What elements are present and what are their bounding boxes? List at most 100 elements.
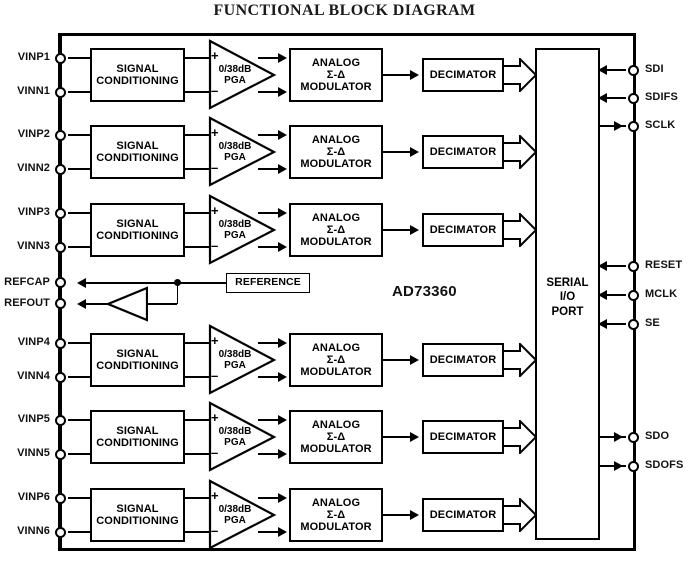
ch1-vinn-wire [68,91,91,93]
pin-mclk[interactable] [628,289,639,301]
ch3-pga-to-modulator-wire-top [258,212,284,214]
ch1-signal-conditioning-line1: SIGNAL [116,62,159,75]
ch4-signal-conditioning-line2: CONDITIONING [96,360,179,372]
ch6-decimator-input-arrow [410,510,419,520]
ch1-signal-conditioning-block: SIGNAL CONDITIONING [90,48,185,102]
ch6-decimator-label: DECIMATOR [429,508,497,521]
ch5-decimator-input-arrow [410,432,419,442]
pin-vinp3[interactable] [55,207,66,219]
ch6-decimator-to-serial-port-arrow [503,498,537,532]
refcap-arrowhead [77,278,86,288]
arrow-reset-into-port [598,261,607,271]
pin-sdofs[interactable] [628,460,639,472]
ch2-modulator-line2: Σ-Δ [326,145,346,158]
ch1-modulator-line3: MODULATOR [300,81,372,94]
ch1-signal-conditioning-line2: CONDITIONING [96,75,179,87]
ch3-pga-name-line: PGA [224,230,246,242]
ch2-sc-to-pga-plus-wire [185,134,209,136]
pin-se[interactable] [628,318,639,330]
pin-label-vinp4: VINP4 [17,336,50,348]
ch4-vinn-wire [68,376,91,378]
ch4-pga-amplifier [207,324,277,396]
ch2-signal-conditioning-line2: CONDITIONING [96,152,179,164]
arrow-sdi-into-port [598,65,607,75]
ch5-sc-to-pga-plus-wire [185,419,209,421]
ch5-pga-name-line: PGA [224,437,246,449]
ch4-decimator-to-serial-port-arrow [503,343,537,377]
ch3-decimator-to-serial-port-arrow [503,213,537,247]
ch5-pga-plus-sign: + [211,410,219,425]
ch4-pga-gain-line: 0/38dB [218,349,252,360]
pin-vinp5[interactable] [55,414,66,426]
serial-io-port-label: SERIAL I/O PORT [535,276,600,319]
arrow-mclk-into-port [598,290,607,300]
ch6-pga-gain-line: 0/38dB [218,504,252,515]
pin-vinp1[interactable] [55,52,66,64]
pin-label-vinn3: VINN3 [17,240,50,252]
ch6-signal-conditioning-block: SIGNAL CONDITIONING [90,488,185,542]
ch5-decimator-block: DECIMATOR [422,420,504,454]
ch5-modulator-input-arrow-bottom [278,449,287,459]
pin-sdo[interactable] [628,431,639,443]
pin-label-reset: RESET [645,259,683,271]
ch2-pga-plus-sign: + [211,125,219,140]
pin-vinp2[interactable] [55,129,66,141]
ch3-decimator-label: DECIMATOR [429,223,497,236]
pin-vinn1[interactable] [55,86,66,98]
reference-to-refcap-wire [80,282,226,284]
ch2-pga-amplifier [207,116,277,188]
ch3-modulator-line1: ANALOG [311,211,361,224]
ch2-pga-gain-line: 0/38dB [218,141,252,152]
ch2-analog-sigma-delta-modulator-block: ANALOG Σ-Δ MODULATOR [289,125,383,179]
ch6-modulator-line3: MODULATOR [300,521,372,534]
wire-sdifs [600,97,626,99]
ch5-decimator-to-serial-port-arrow [503,420,537,454]
ch4-modulator-to-decimator-wire [383,359,416,361]
pin-sclk[interactable] [628,120,639,132]
ch2-pga-name-line: PGA [224,152,246,164]
pin-sdi[interactable] [628,64,639,76]
ch1-pga-label: 0/38dB PGA [207,64,263,86]
pin-sdifs[interactable] [628,92,639,104]
ch2-modulator-line1: ANALOG [311,133,361,146]
pin-label-vinp6: VINP6 [17,491,50,503]
ch4-decimator-label: DECIMATOR [429,353,497,366]
ch6-modulator-input-arrow-bottom [278,527,287,537]
pin-vinn6[interactable] [55,526,66,538]
ch5-sc-to-pga-minus-wire [185,453,209,455]
pin-vinn4[interactable] [55,371,66,383]
ch2-decimator-block: DECIMATOR [422,135,504,169]
ch6-vinp-wire [68,497,91,499]
ch3-vinp-wire [68,212,91,214]
ch3-decimator-input-arrow [410,225,419,235]
pin-vinn2[interactable] [55,163,66,175]
reference-junction-drop-wire [176,282,179,304]
ch3-modulator-input-arrow-bottom [278,242,287,252]
ch2-modulator-input-arrow-top [278,130,287,140]
pin-label-vinn2: VINN2 [17,162,50,174]
pin-vinn5[interactable] [55,448,66,460]
arrow-sclk-out-of-port [614,121,623,131]
pin-vinp4[interactable] [55,337,66,349]
pin-vinp6[interactable] [55,492,66,504]
wire-sdofs [600,465,626,467]
ch6-decimator-block: DECIMATOR [422,498,504,532]
wire-sdi [600,69,626,71]
pin-reset[interactable] [628,260,639,272]
ch5-analog-sigma-delta-modulator-block: ANALOG Σ-Δ MODULATOR [289,410,383,464]
ch5-pga-to-modulator-wire-top [258,419,284,421]
pin-label-vinn5: VINN5 [17,447,50,459]
ch2-pga-label: 0/38dB PGA [207,141,263,163]
pin-refout[interactable] [55,298,66,309]
wire-sdo [600,436,626,438]
ch5-signal-conditioning-line1: SIGNAL [116,424,159,437]
pin-refcap[interactable] [55,277,66,288]
refout-arrowhead [77,299,86,309]
ch5-vinn-wire [68,453,91,455]
pin-vinn3[interactable] [55,241,66,253]
ch2-modulator-line3: MODULATOR [300,158,372,171]
ch3-signal-conditioning-line1: SIGNAL [116,217,159,230]
ch3-modulator-to-decimator-wire [383,229,416,231]
pin-label-sdifs: SDIFS [645,91,678,103]
ch5-vinp-wire [68,419,91,421]
